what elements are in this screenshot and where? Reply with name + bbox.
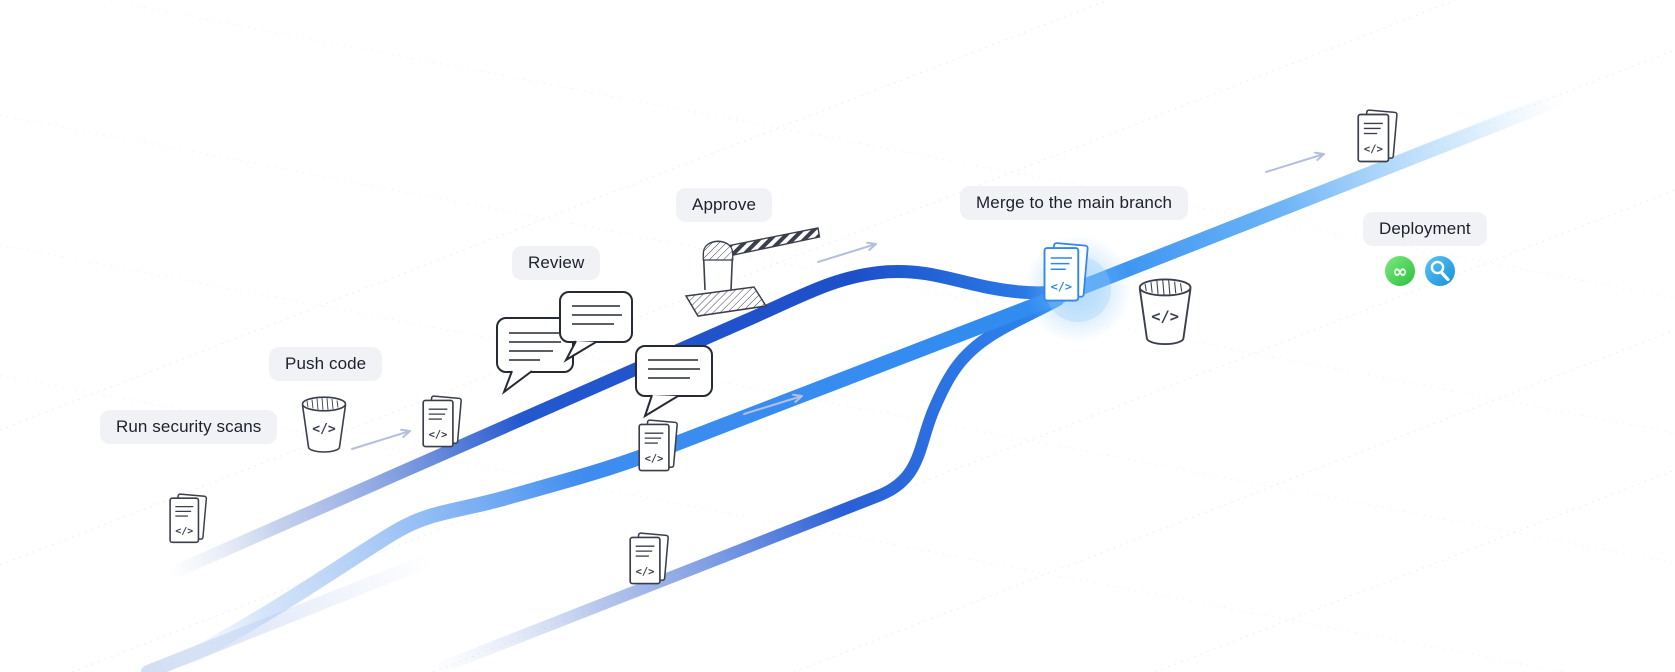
code-bin-icon: </> [1138, 278, 1192, 346]
code-file-icon: </> [169, 493, 208, 544]
flow-arrow [1265, 151, 1325, 173]
speech-bubble [559, 291, 633, 363]
approval-gate-icon [684, 227, 821, 317]
speech-bubble [635, 345, 713, 419]
flow-arrows [351, 151, 1325, 450]
flow-arrow [817, 241, 877, 263]
svg-text:</>: </> [1364, 143, 1383, 156]
magnifier-icon [1430, 260, 1450, 282]
label-push-code: Push code [269, 347, 383, 381]
svg-text:</>: </> [645, 453, 664, 465]
code-file-icon: </> [422, 395, 463, 448]
merged-code-file-icon: </> [1043, 241, 1089, 302]
code-bin-icon: </> [301, 396, 347, 453]
svg-text:</>: </> [1151, 308, 1179, 326]
main-branch-line [167, 89, 1573, 672]
svg-text:</>: </> [636, 566, 655, 578]
flow-arrow [743, 393, 803, 415]
label-merge-to-main-branch: Merge to the main branch [960, 186, 1189, 220]
svg-text:</>: </> [429, 429, 448, 441]
label-run-security-scans: Run security scans [100, 410, 278, 444]
monitoring-icon [1425, 256, 1455, 286]
gate-arm [726, 227, 821, 257]
review-comments-icon [496, 291, 713, 419]
code-file-icon: </> [629, 532, 670, 585]
gate-dome [702, 240, 734, 261]
label-deployment: Deployment [1363, 212, 1487, 246]
svg-text:</>: </> [312, 422, 336, 437]
infinity-icon: ∞ [1393, 262, 1408, 283]
flow-arrow [351, 428, 411, 450]
code-file-icon: </> [1357, 109, 1398, 163]
continuous-deployment-icon: ∞ [1385, 256, 1415, 286]
svg-text:</>: </> [1051, 280, 1072, 294]
gate-base [684, 286, 768, 317]
code-file-icon: </> [638, 419, 679, 472]
label-approve: Approve [676, 188, 773, 222]
svg-text:</>: </> [175, 526, 193, 537]
label-review: Review [512, 246, 601, 280]
